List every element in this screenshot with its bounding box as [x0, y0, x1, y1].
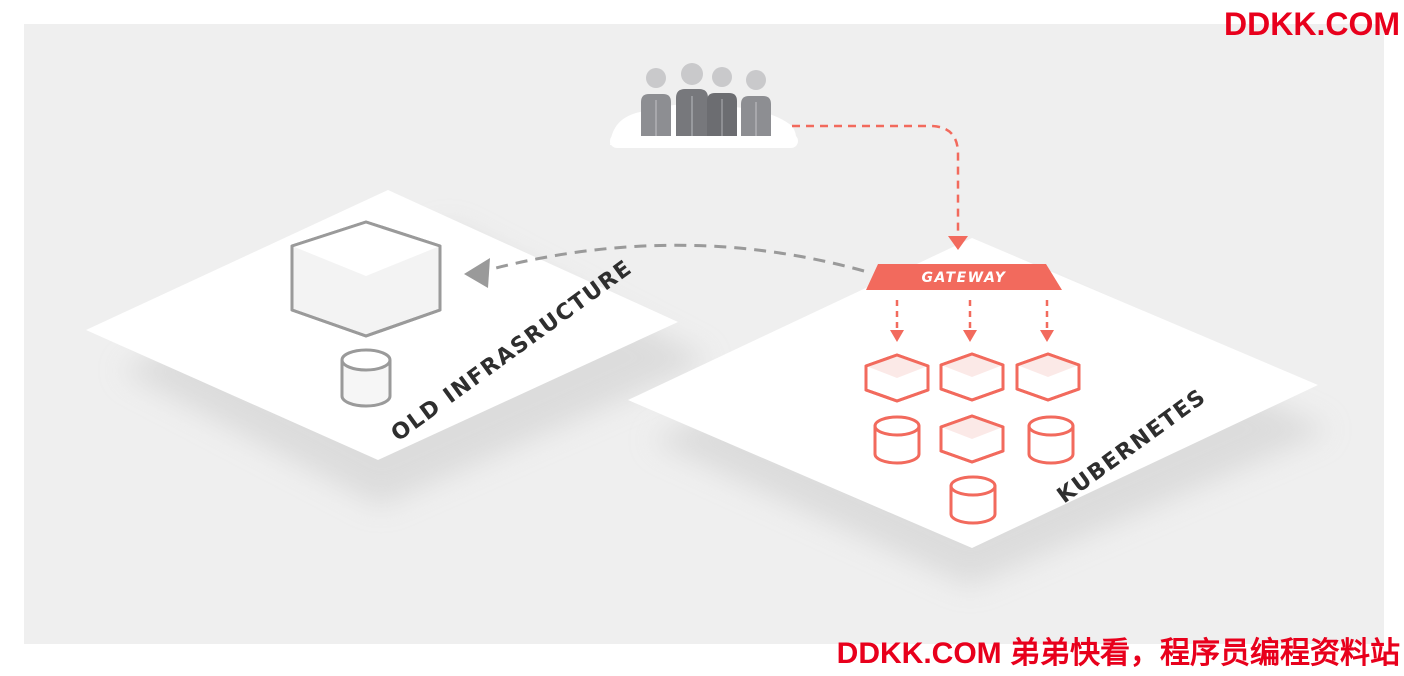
watermark-bottom: DDKK.COM 弟弟快看，程序员编程资料站 [836, 637, 1400, 670]
gateway-to-services-arrows [895, 300, 1049, 332]
k8s-database-icon [949, 475, 997, 525]
gateway: GATEWAY [866, 264, 1062, 290]
k8s-service-icon [939, 414, 1005, 464]
k8s-service-icon [1015, 352, 1081, 402]
k8s-service-icon [939, 352, 1005, 402]
watermark-top: DDKK.COM [1224, 6, 1400, 42]
users-to-gateway-arrowhead [948, 236, 968, 250]
gateway-label: GATEWAY [922, 270, 1007, 286]
users-group-icon [610, 63, 798, 148]
k8s-service-icon [864, 353, 930, 403]
legacy-server-icon [290, 220, 442, 338]
legacy-database-icon [340, 348, 392, 408]
gateway-to-legacy-arrowhead [464, 258, 490, 288]
users-to-gateway-arrow [792, 124, 960, 238]
k8s-database-icon [873, 415, 921, 465]
gateway-arrowheads [890, 330, 1054, 342]
gateway-to-legacy-arrow [487, 243, 865, 273]
k8s-database-icon [1027, 415, 1075, 465]
